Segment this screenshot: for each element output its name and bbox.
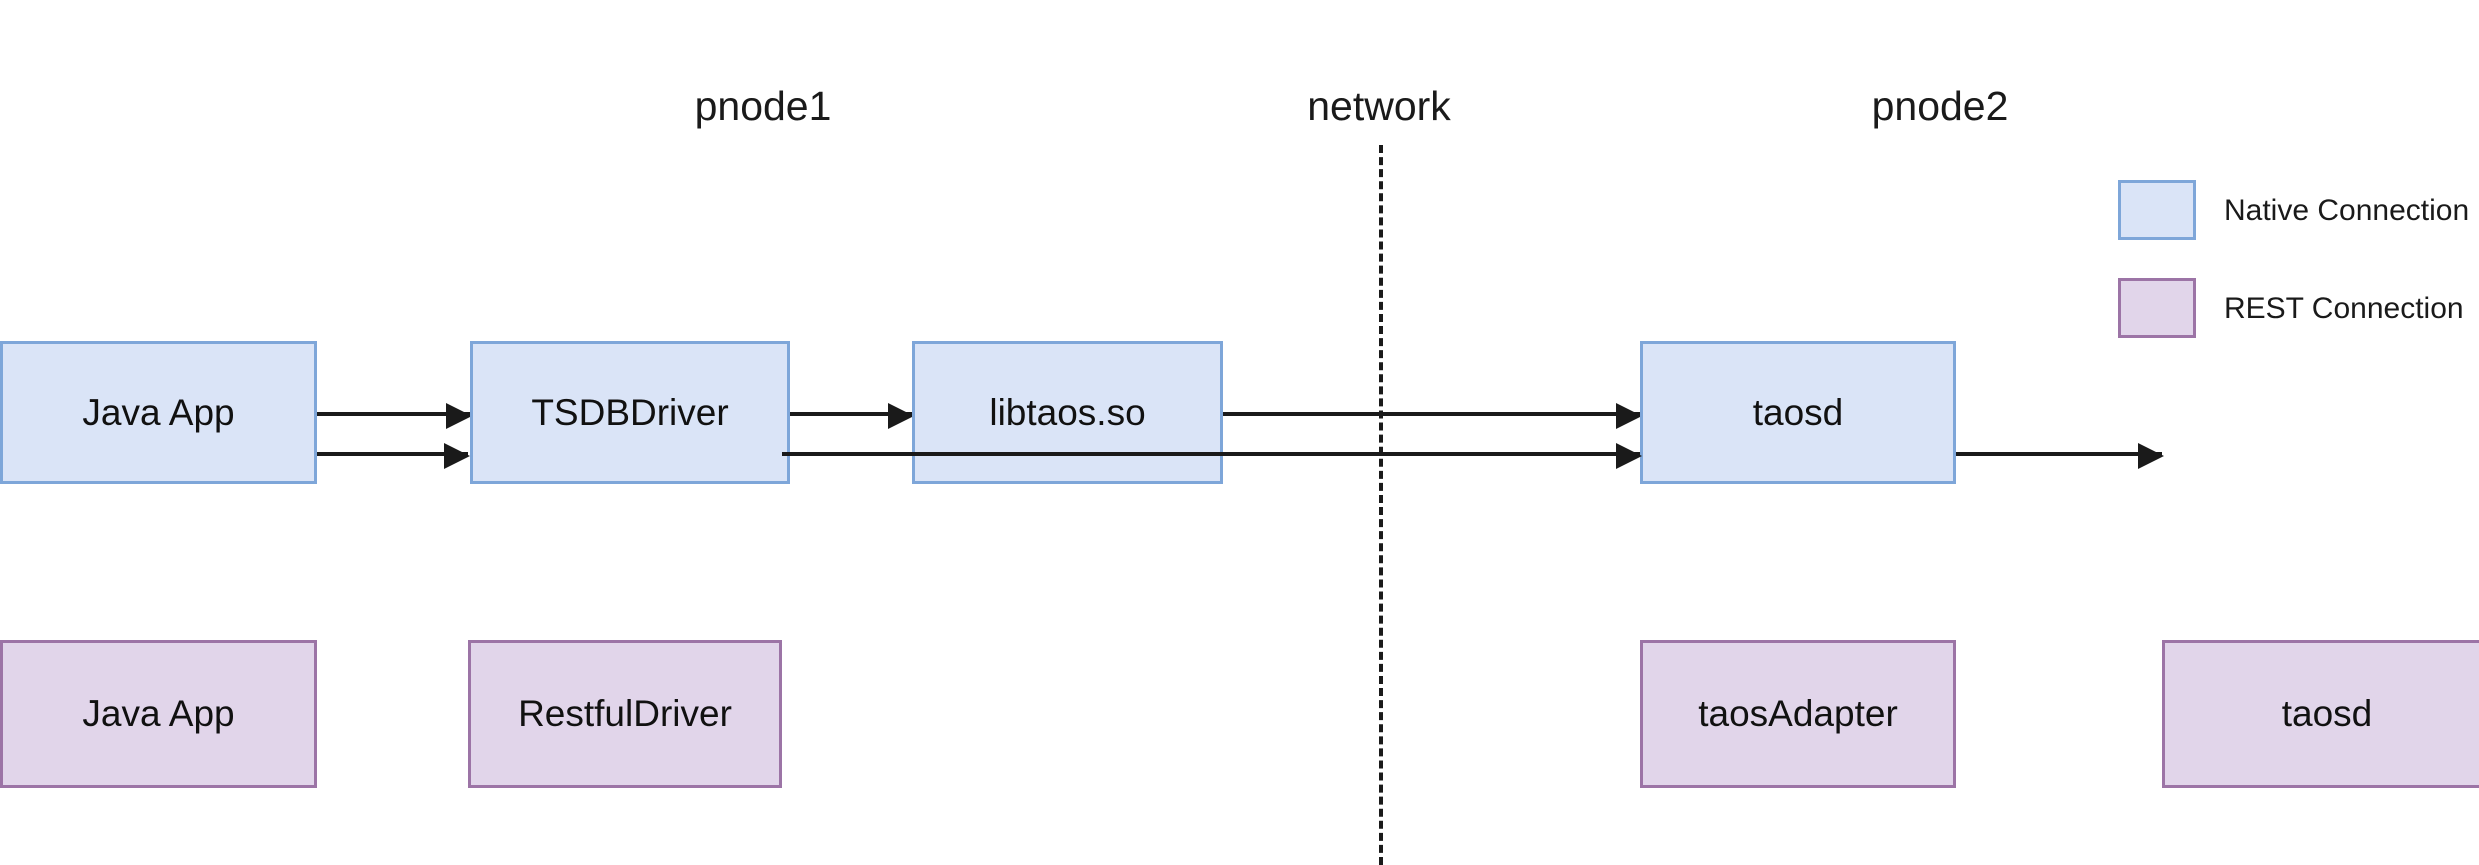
- native-connection-row-arrow-1: [790, 403, 914, 429]
- node-taosd: taosd: [2162, 640, 2479, 788]
- column-header-network: network: [1307, 83, 1451, 129]
- node-taosadapter: taosAdapter: [1640, 640, 1956, 788]
- column-header-pnode1: pnode1: [694, 83, 832, 129]
- rest-connection-row-arrow-0: [317, 443, 470, 469]
- node-restfuldriver: RestfulDriver: [468, 640, 782, 788]
- legend-swatch-native: [2118, 180, 2196, 240]
- node-java-app: Java App: [0, 341, 317, 484]
- network-boundary-divider: [1379, 145, 1383, 865]
- legend-swatch-rest: [2118, 278, 2196, 338]
- legend-label-rest: REST Connection: [2224, 292, 2464, 325]
- rest-connection-row-arrow-2: [1956, 443, 2164, 469]
- node-libtaos-so: libtaos.so: [912, 341, 1223, 484]
- legend-label-native: Native Connection: [2224, 194, 2470, 227]
- rest-connection-row-arrow-1: [782, 443, 1642, 469]
- column-header-pnode2: pnode2: [1871, 83, 2009, 129]
- native-connection-row-arrow-0: [317, 403, 472, 429]
- node-tsdbdriver: TSDBDriver: [470, 341, 790, 484]
- native-connection-row-arrow-2: [1223, 403, 1642, 429]
- node-java-app: Java App: [0, 640, 317, 788]
- node-taosd: taosd: [1640, 341, 1956, 484]
